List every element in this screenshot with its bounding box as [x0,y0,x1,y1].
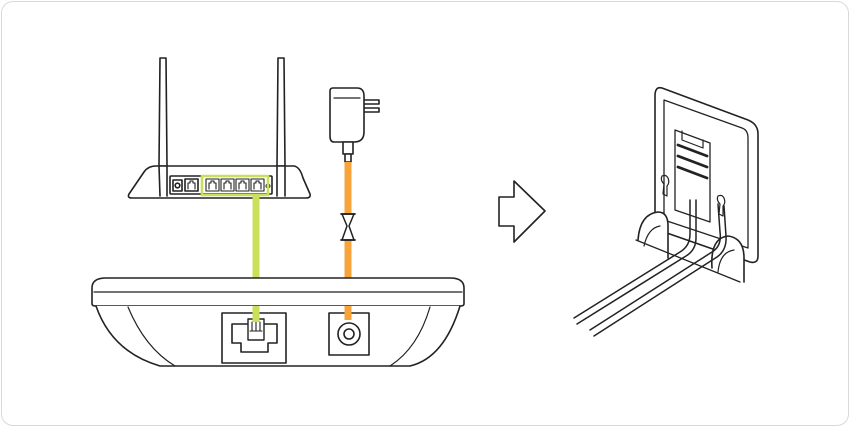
lan-port-highlight [200,174,270,197]
router-icon [127,57,311,199]
power-adapter-icon [329,87,380,163]
arrow-right-icon [498,180,546,243]
wall-mount-icon [573,86,759,337]
base-station-icon [91,277,465,367]
